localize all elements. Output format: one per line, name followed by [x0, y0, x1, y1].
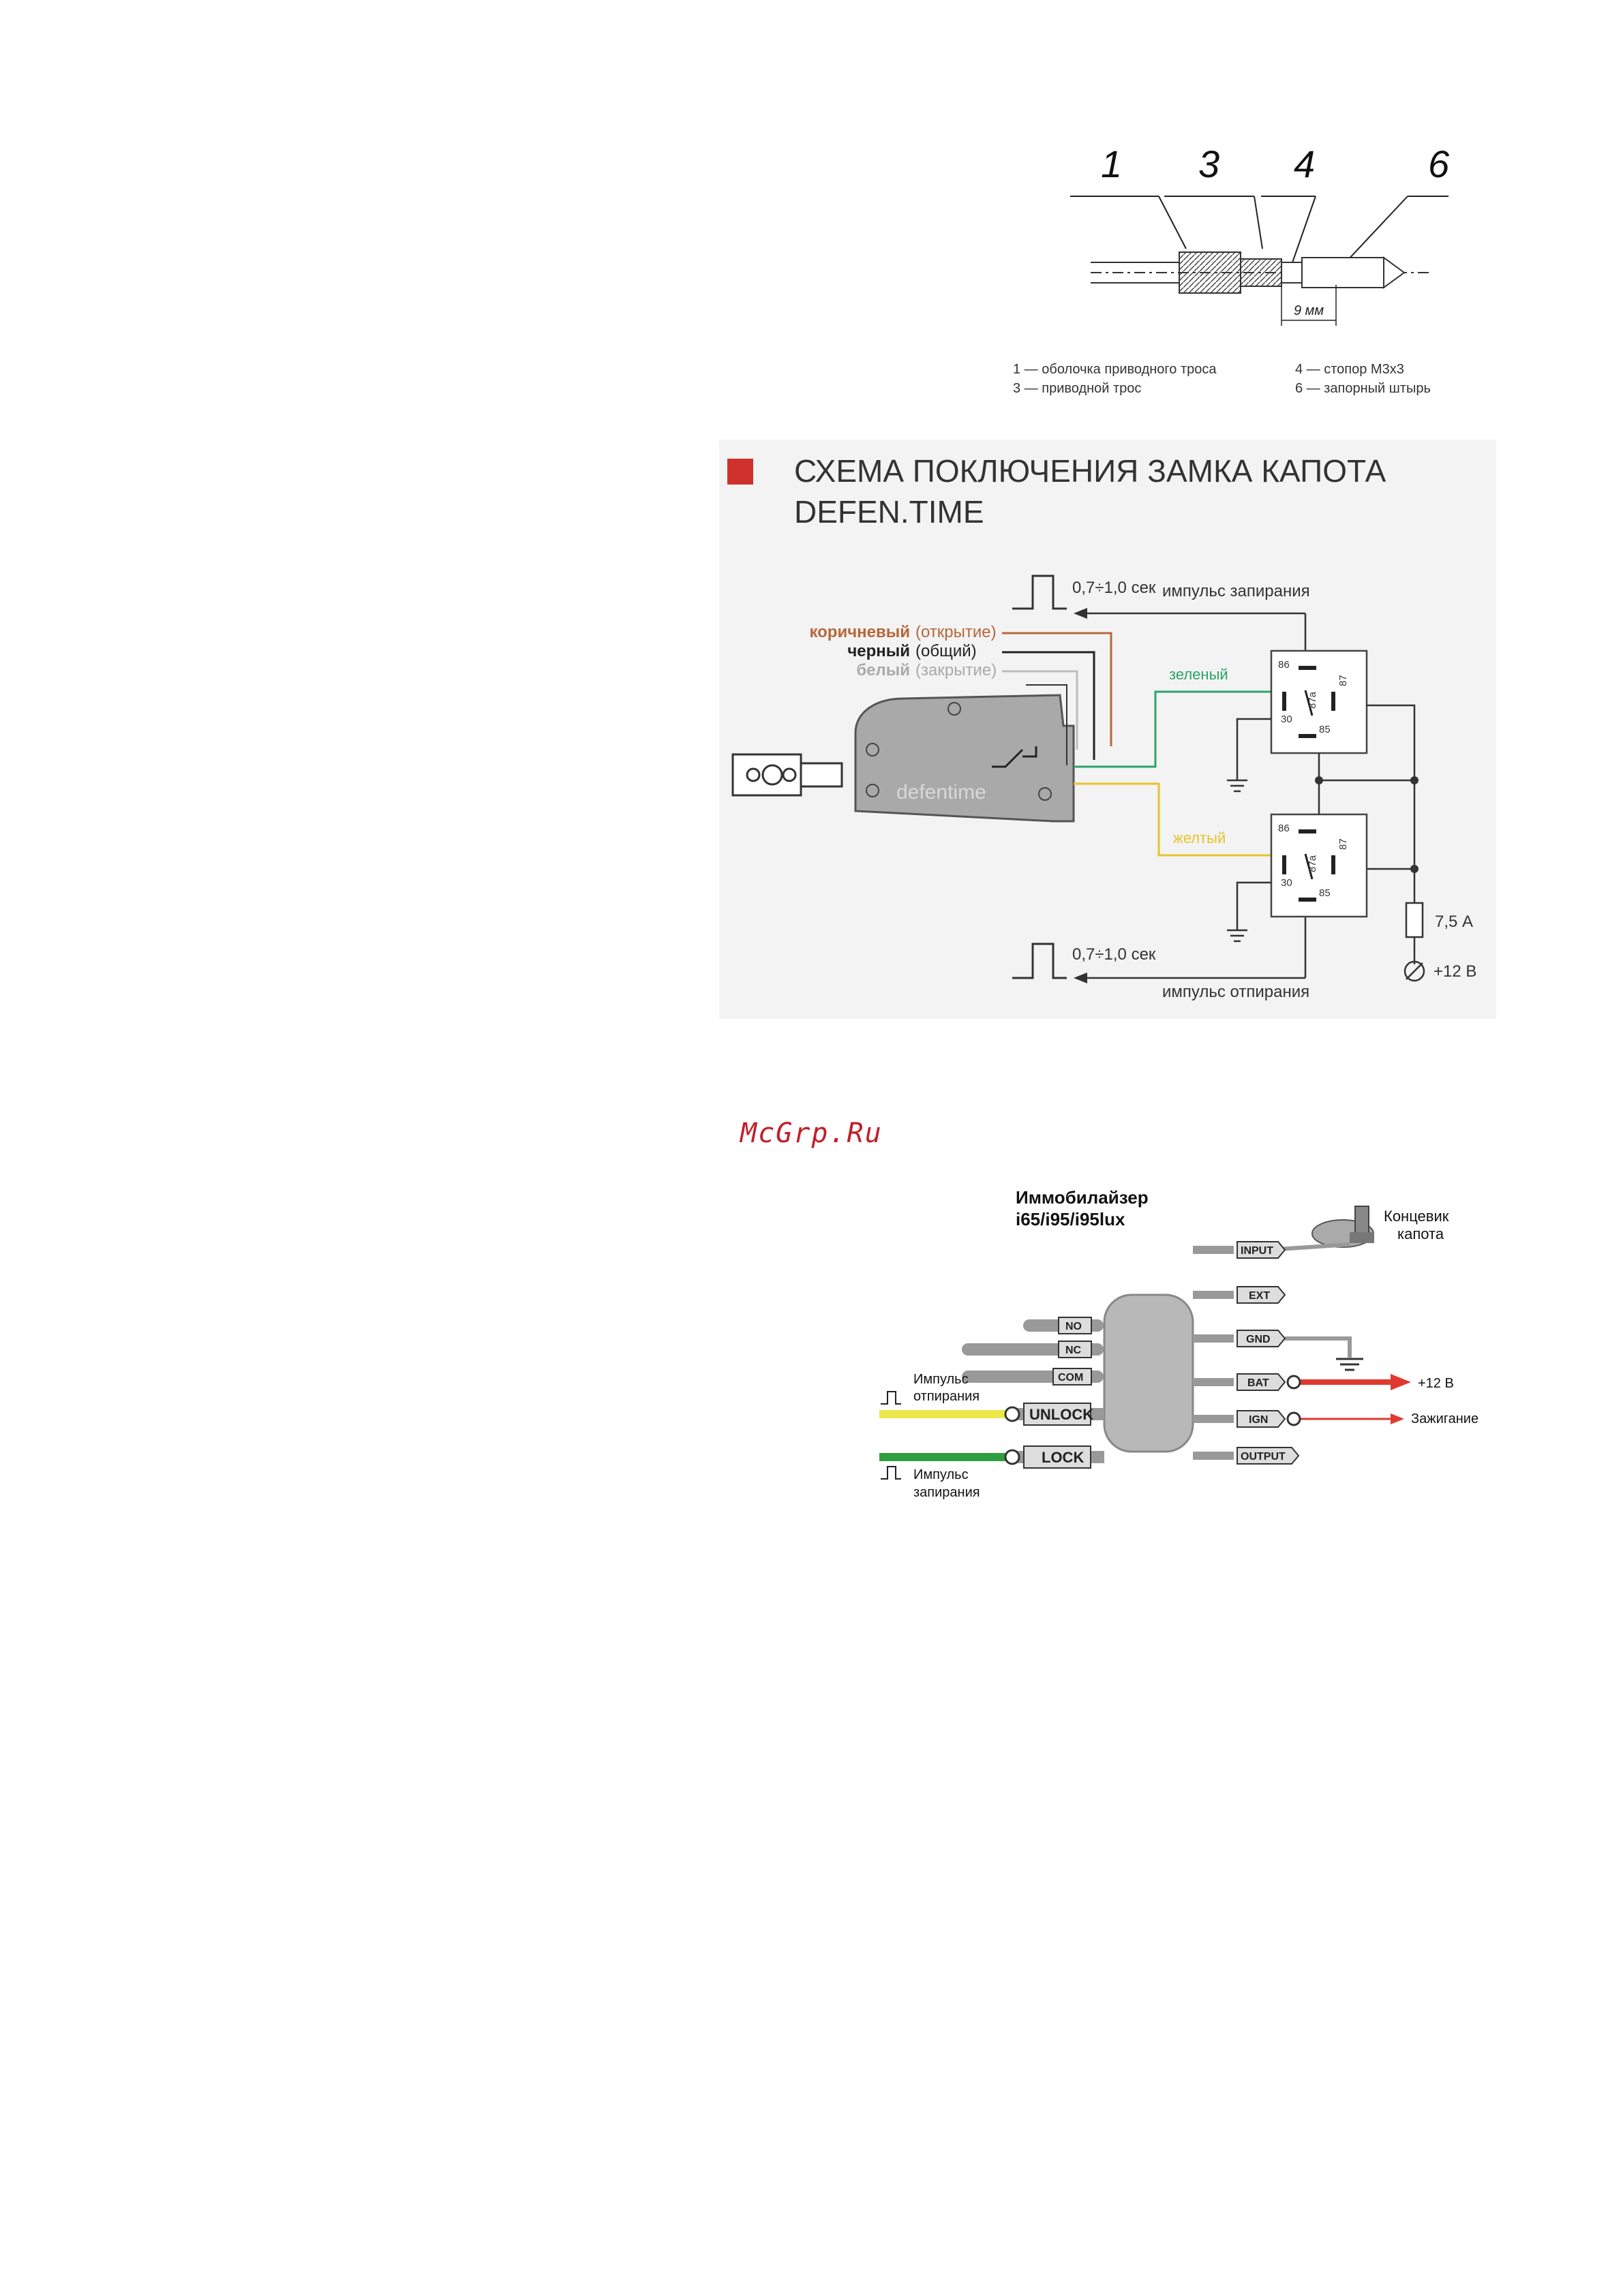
immo-title-line2: i65/i95/i95lux — [1016, 1209, 1125, 1229]
bat-power-label: +12 В — [1418, 1376, 1454, 1391]
pulse-lock-time: 0,7÷1,0 сек — [1072, 579, 1156, 597]
tag-bat: BAT — [1247, 1377, 1269, 1389]
unlock-pulse-line2: отпирания — [913, 1389, 980, 1404]
wire-white-label: белый — [856, 661, 910, 679]
fuse-rating: 7,5 А — [1435, 913, 1473, 931]
tag-no: NO — [1065, 1321, 1082, 1332]
hood-title-line1: СХЕМА ПОКЛЮЧЕНИЯ ЗАМКА КАПОТА — [794, 453, 1386, 489]
tag-ext: EXT — [1249, 1290, 1270, 1302]
wire-black-label: черный — [847, 642, 910, 660]
relay2-pin-86: 86 — [1278, 823, 1290, 834]
ground-icon — [1336, 1358, 1363, 1371]
wire-black-note: (общий) — [915, 642, 977, 660]
switch-label-line1: Концевик — [1384, 1208, 1449, 1225]
immo-connector — [1103, 1294, 1194, 1453]
lock-pulse-line2: запирания — [913, 1485, 980, 1500]
wire-brown-label: коричневый — [809, 623, 910, 641]
ground-symbol — [1227, 779, 1247, 943]
tag-com: COM — [1058, 1372, 1083, 1383]
switch-label-line2: капота — [1397, 1225, 1444, 1242]
part-number-6: 6 — [1428, 142, 1450, 185]
tag-unlock: UNLOCK — [1029, 1406, 1093, 1423]
relay1-pin-85: 85 — [1319, 724, 1331, 735]
hood-switch-icon — [1311, 1206, 1374, 1248]
lock-pulse-line1: Импульс — [913, 1467, 969, 1482]
legend-item-6: 6 — запорный штырь — [1295, 381, 1431, 396]
legend-item-4: 4 — стопор М3х3 — [1295, 362, 1404, 377]
tag-input: INPUT — [1241, 1245, 1273, 1257]
immobilizer-diagram: Иммобилайзер i65/i95/i95lux Концевик кап… — [879, 1187, 1478, 1500]
relay-lock: 86 30 87a 87 85 — [1270, 649, 1368, 754]
hood-lock-diagram: СХЕМА ПОКЛЮЧЕНИЯ ЗАМКА КАПОТА DEFEN.TIME… — [719, 440, 1496, 1019]
pulse-lock-label: импульс запирания — [1162, 582, 1310, 600]
title-marker — [727, 459, 753, 485]
relay1-pin-86: 86 — [1278, 659, 1290, 671]
ign-label: Зажигание — [1411, 1411, 1478, 1426]
part-number-3: 3 — [1198, 142, 1219, 185]
wire-brown-note: (открытие) — [915, 623, 997, 641]
wire-yellow-label: желтый — [1173, 829, 1226, 846]
power-label: +12 В — [1434, 962, 1476, 981]
lock-pulse-icon — [881, 1466, 901, 1480]
tag-output: OUTPUT — [1241, 1451, 1286, 1463]
unlock-pulse-icon — [881, 1391, 901, 1405]
tag-lock: LOCK — [1042, 1449, 1084, 1466]
power-terminal-icon — [1404, 960, 1425, 982]
wire-white-note: (закрытие) — [915, 661, 997, 679]
tag-gnd: GND — [1246, 1334, 1271, 1345]
pulse-lock-symbol — [1012, 575, 1067, 610]
wire-green-label: зеленый — [1169, 666, 1228, 683]
module-label: defentime — [896, 781, 986, 803]
relay2-pin-87: 87 — [1337, 838, 1349, 850]
defentime-module: defentime — [731, 684, 1075, 823]
pulse-unlock-label: импульс отпирания — [1162, 983, 1309, 1001]
immo-title-line1: Иммобилайзер — [1016, 1187, 1149, 1208]
pulse-unlock-time: 0,7÷1,0 сек — [1072, 945, 1156, 964]
relay2-pin-30: 30 — [1281, 877, 1292, 889]
tag-nc: NC — [1065, 1345, 1082, 1356]
unlock-pulse-line1: Импульс — [913, 1372, 969, 1387]
relay2-pin-85: 85 — [1319, 887, 1331, 899]
legend-item-3: 3 — приводной трос — [1013, 381, 1141, 396]
cable-diagram: 9 мм 1 3 4 6 1 — оболочка приводного тро… — [1013, 142, 1450, 396]
watermark: McGrp.Ru — [740, 1118, 883, 1149]
tag-ign: IGN — [1249, 1414, 1268, 1426]
part-number-1: 1 — [1101, 142, 1122, 185]
fuse-symbol — [1405, 902, 1424, 938]
part-number-4: 4 — [1294, 142, 1315, 185]
dimension-label: 9 мм — [1294, 303, 1324, 318]
relay1-pin-87: 87 — [1337, 675, 1349, 686]
relay-unlock: 86 30 87a 87 85 — [1270, 813, 1368, 918]
relay1-pin-30: 30 — [1281, 714, 1292, 725]
pulse-unlock-symbol — [1012, 943, 1067, 979]
relay2-pin-87a: 87a — [1307, 855, 1318, 872]
legend-item-1: 1 — оболочка приводного троса — [1013, 362, 1217, 377]
hood-title-line2: DEFEN.TIME — [794, 494, 984, 530]
relay1-pin-87a: 87a — [1307, 691, 1318, 709]
